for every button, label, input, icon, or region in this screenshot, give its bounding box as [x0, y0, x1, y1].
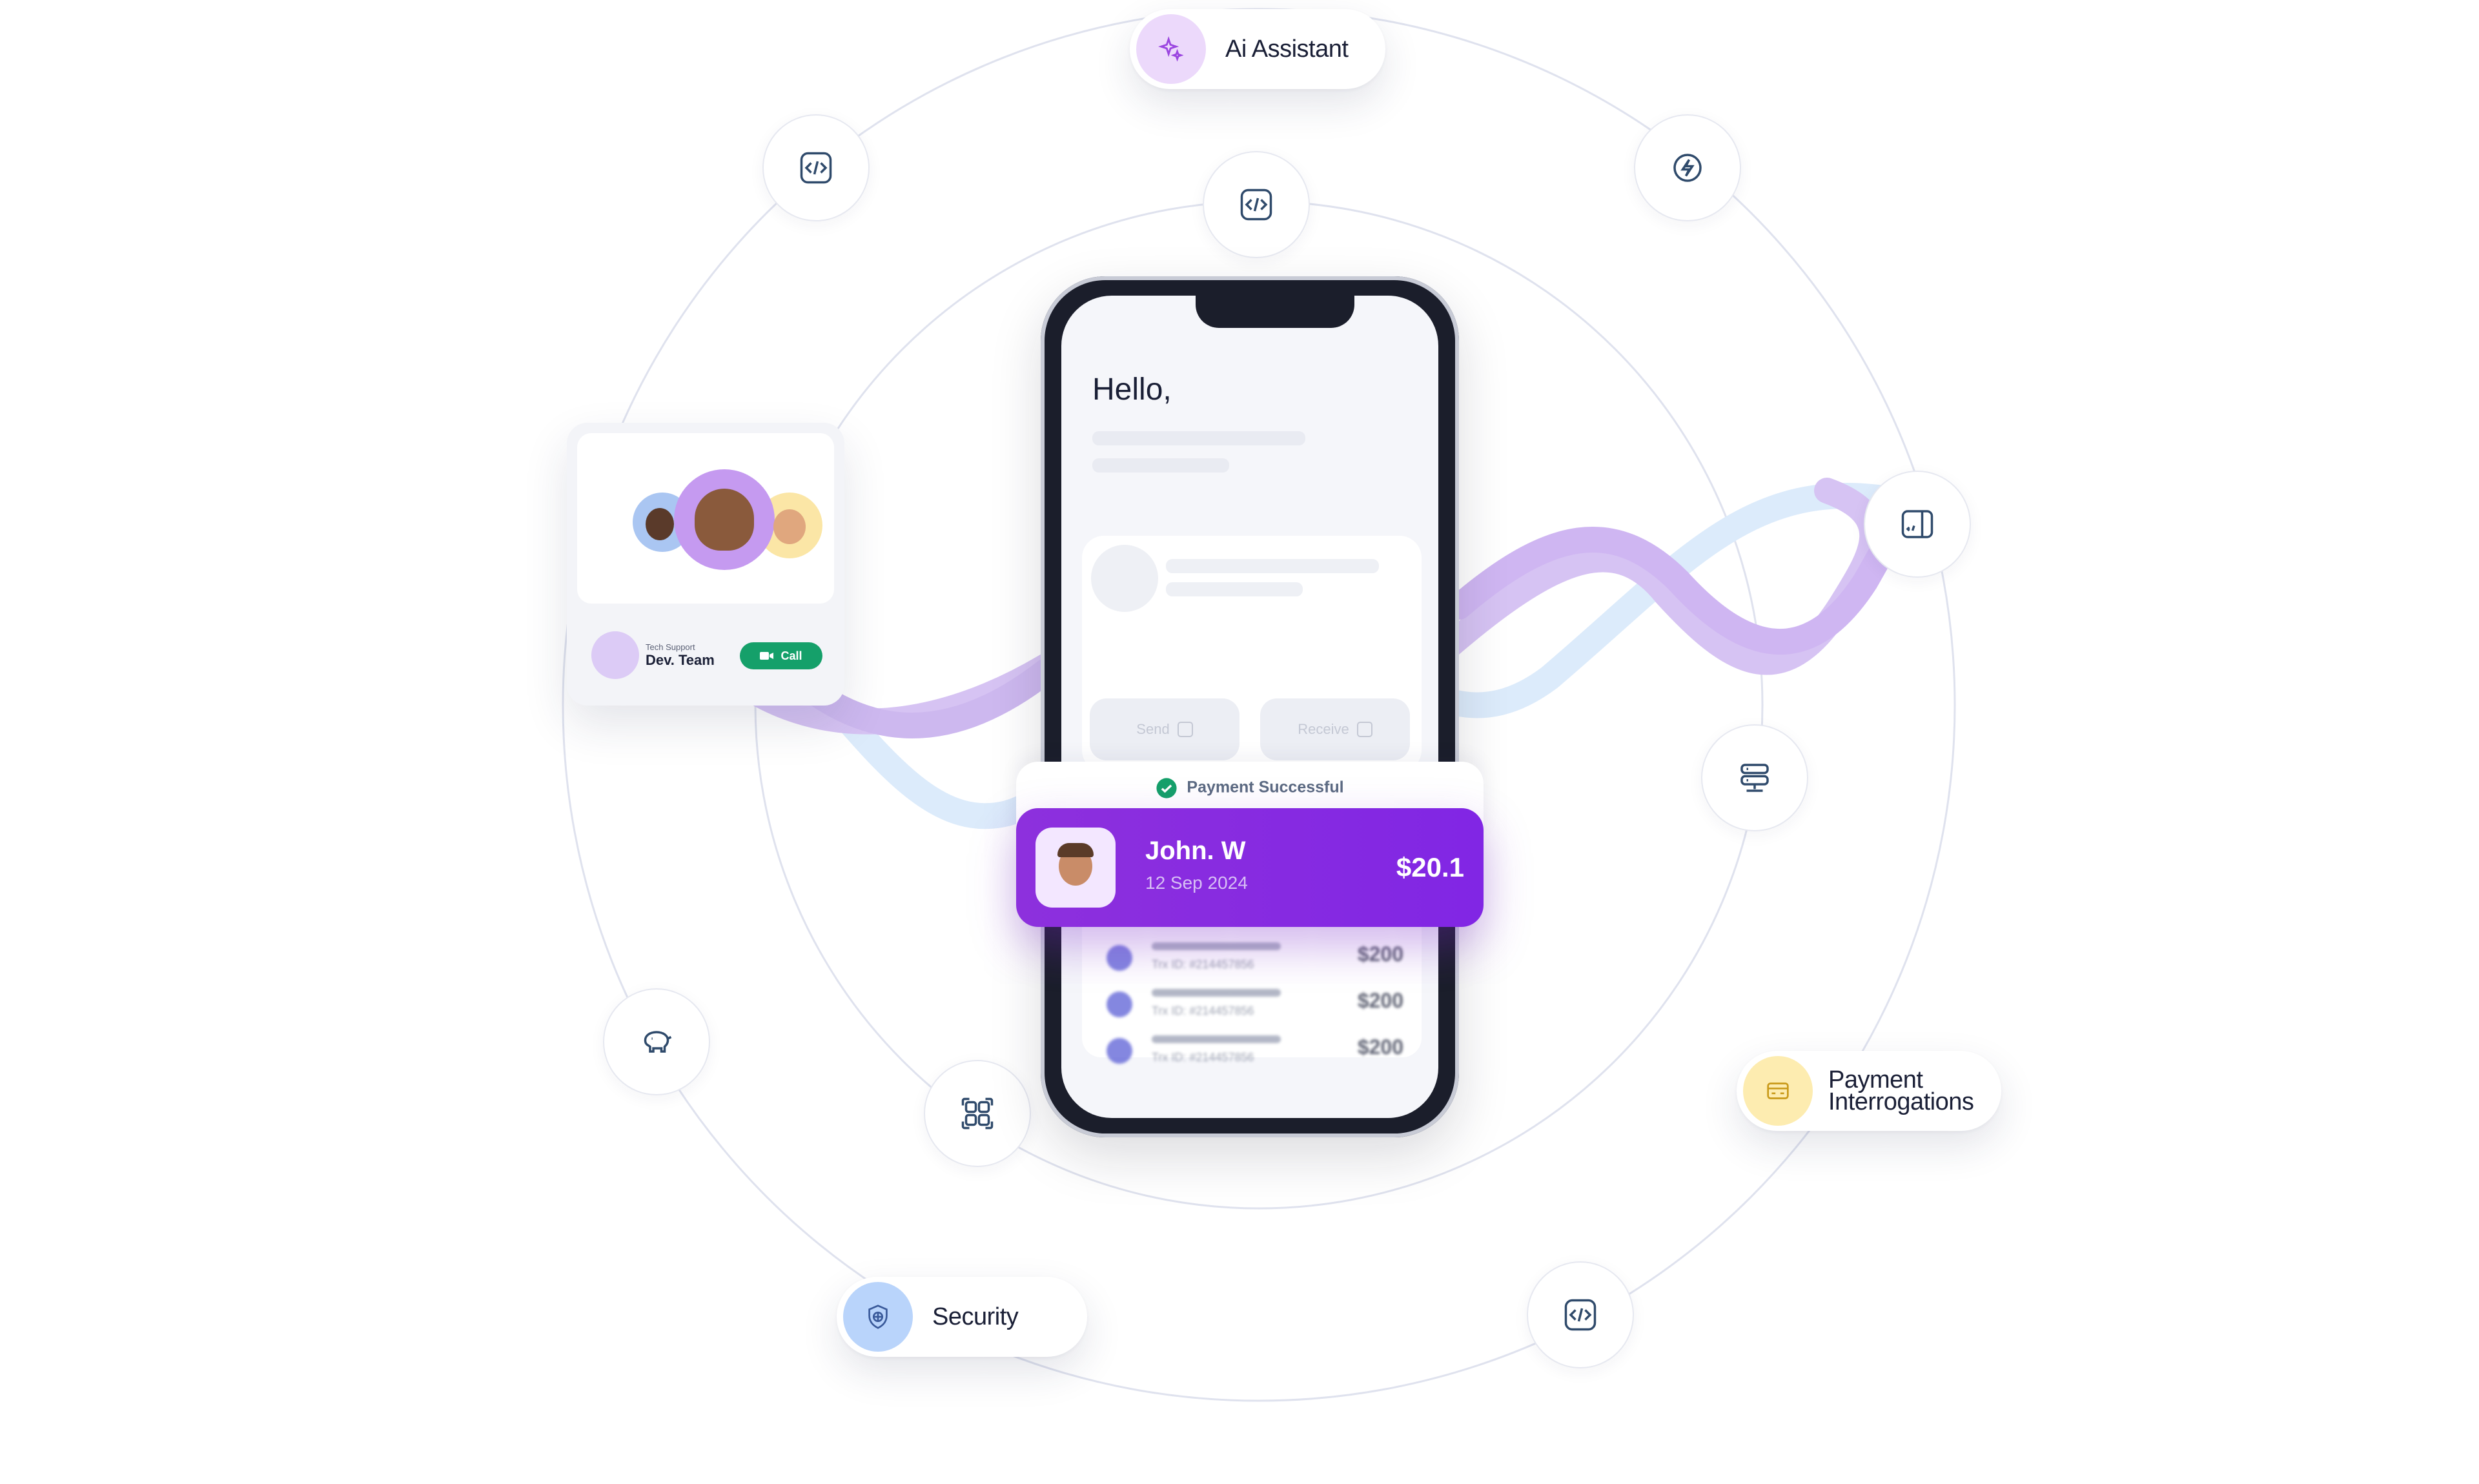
avatar-face — [773, 509, 806, 544]
check-badge-icon — [1156, 778, 1177, 798]
payment-date: 12 Sep 2024 — [1145, 873, 1248, 893]
payer-avatar — [1035, 828, 1116, 908]
transaction-row[interactable]: Trx ID: #214457856 $200 — [1087, 1034, 1423, 1075]
placeholder-line — [1166, 559, 1379, 573]
payment-status: Payment Successful — [1187, 778, 1344, 797]
receive-icon — [1356, 722, 1372, 737]
greeting: Hello, — [1092, 372, 1172, 407]
send-label: Send — [1136, 721, 1170, 737]
phone-screen: Hello, Send Receive Trx ID: #214457856 $… — [1061, 296, 1438, 1118]
transaction-amount: $200 — [1357, 989, 1403, 1012]
avatar — [1107, 945, 1132, 971]
code-icon[interactable] — [762, 114, 870, 221]
ai-assistant-label: Ai Assistant — [1225, 36, 1349, 63]
call-label: Call — [780, 649, 802, 662]
shield-globe-icon — [843, 1282, 913, 1352]
transaction-row[interactable]: Trx ID: #214457856 $200 — [1087, 941, 1423, 982]
ai-assistant-pill[interactable]: Ai Assistant — [1130, 9, 1385, 89]
transaction-name-placeholder — [1152, 989, 1281, 997]
team-avatar — [591, 631, 639, 679]
transaction-id: Trx ID: #214457856 — [1152, 1004, 1254, 1017]
avatar-face — [695, 489, 754, 551]
phone-mockup: Hello, Send Receive Trx ID: #214457856 $… — [1041, 276, 1459, 1137]
code-icon[interactable] — [1527, 1261, 1634, 1368]
piggy-bank-icon[interactable] — [603, 988, 710, 1095]
payment-interrogations-label: Payment Interrogations — [1828, 1066, 1974, 1115]
security-pill[interactable]: Security — [837, 1277, 1087, 1357]
transaction-name-placeholder — [1152, 1035, 1281, 1043]
payment-card[interactable]: John. W 12 Sep 2024 $20.1 — [1016, 808, 1484, 927]
avatar — [1107, 1038, 1132, 1064]
avatar-placeholder — [1091, 545, 1158, 612]
card-icon — [1743, 1056, 1813, 1126]
transaction-amount: $200 — [1357, 1035, 1403, 1059]
payment-label-line1: Payment — [1828, 1066, 1923, 1093]
team-subtitle: Tech Support — [646, 642, 695, 652]
call-button[interactable]: Call — [740, 642, 822, 669]
team-name: Dev. Team — [646, 652, 715, 668]
team-call-card: Tech Support Dev. Team Call — [567, 423, 844, 706]
placeholder-line — [1092, 458, 1229, 473]
send-icon — [1177, 722, 1193, 737]
avatar-hair — [1057, 843, 1094, 857]
transaction-id: Trx ID: #214457856 — [1152, 1051, 1254, 1064]
transaction-row[interactable]: Trx ID: #214457856 $200 — [1087, 988, 1423, 1029]
sidebar-code-icon[interactable] — [1864, 471, 1971, 578]
lightning-icon[interactable] — [1634, 114, 1741, 221]
server-icon[interactable] — [1701, 724, 1808, 831]
grid-icon[interactable] — [924, 1060, 1031, 1167]
payment-interrogations-pill[interactable]: Payment Interrogations — [1737, 1051, 2001, 1131]
send-button[interactable]: Send — [1090, 698, 1240, 760]
receive-label: Receive — [1298, 721, 1349, 737]
transaction-amount: $200 — [1357, 942, 1403, 966]
transaction-id: Trx ID: #214457856 — [1152, 958, 1254, 971]
security-label: Security — [932, 1303, 1019, 1330]
sparkle-icon — [1136, 14, 1206, 84]
phone-notch — [1196, 296, 1354, 328]
placeholder-line — [1166, 582, 1303, 596]
placeholder-line — [1092, 431, 1305, 445]
team-avatars-panel — [577, 433, 834, 604]
receive-button[interactable]: Receive — [1260, 698, 1410, 760]
video-icon — [760, 652, 774, 660]
payment-label-line2: Interrogations — [1828, 1088, 1974, 1115]
payment-amount: $20.1 — [1396, 852, 1464, 882]
transaction-name-placeholder — [1152, 942, 1281, 950]
avatar-face — [646, 508, 674, 540]
avatar — [1107, 991, 1132, 1017]
code-icon[interactable] — [1203, 151, 1310, 258]
payer-name: John. W — [1145, 837, 1246, 865]
